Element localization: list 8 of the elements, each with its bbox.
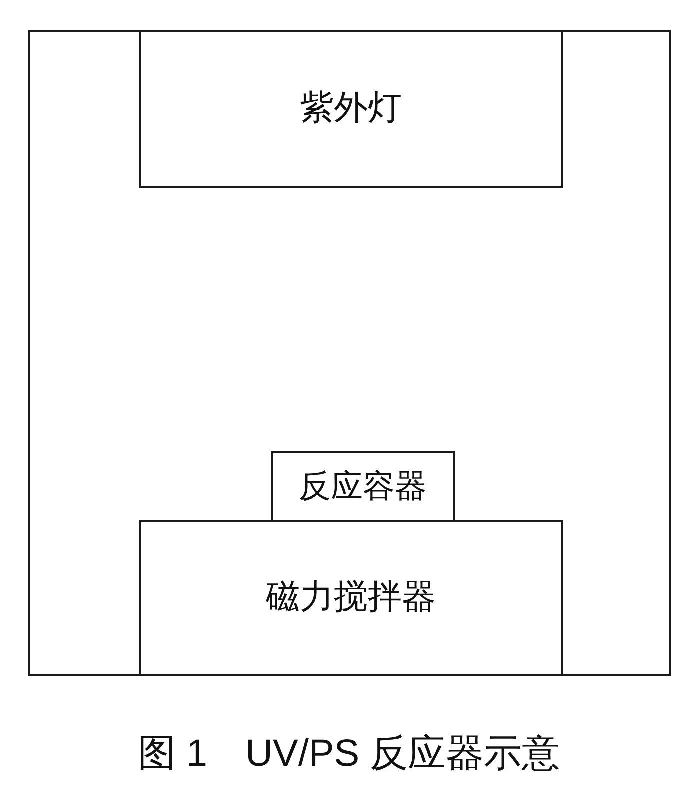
reaction-vessel-block <box>271 451 455 522</box>
figure-caption: 图 1 UV/PS 反应器示意 <box>138 733 560 775</box>
enclosure-outline <box>28 30 671 676</box>
magnetic-stirrer-block <box>139 520 563 676</box>
vessel-label: 反应容器 <box>299 468 427 504</box>
lamp-label: 紫外灯 <box>300 90 402 128</box>
uv-lamp-block <box>139 30 563 188</box>
stirrer-label: 磁力搅拌器 <box>266 579 436 617</box>
